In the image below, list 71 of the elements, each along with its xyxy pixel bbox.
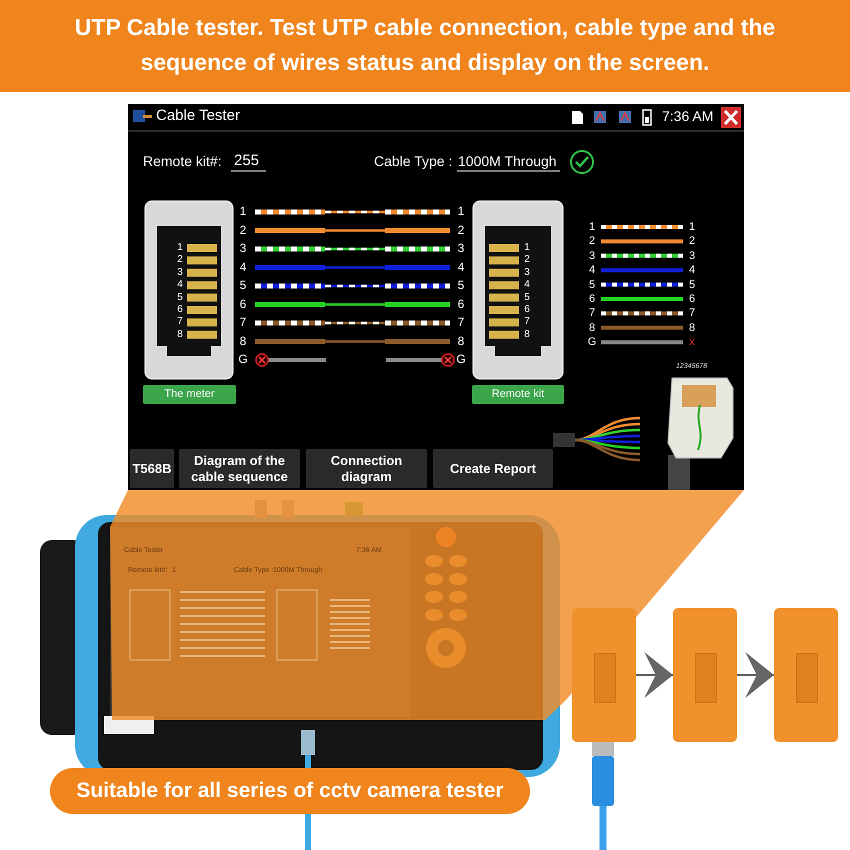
wire-number: 1 xyxy=(688,221,696,234)
wire-number: 2 xyxy=(588,235,596,248)
wire-number: 4 xyxy=(688,264,696,276)
remote-unit-drawing xyxy=(572,608,636,742)
pin-number: 5 xyxy=(523,292,531,303)
remote-unit-drawing xyxy=(673,608,737,742)
remote-unit-drawing xyxy=(774,608,838,742)
wire-number: 1 xyxy=(588,221,596,234)
wire-number: 8 xyxy=(688,322,696,334)
wire-number: 1 xyxy=(238,205,248,218)
wire-number: 2 xyxy=(238,224,248,237)
pin-number: 3 xyxy=(523,266,531,278)
pin-number: 3 xyxy=(176,266,184,278)
wire-number: 3 xyxy=(588,250,596,262)
wire-number: 8 xyxy=(456,334,466,348)
wire-number: 5 xyxy=(456,279,466,292)
wire-number: 7 xyxy=(456,316,466,330)
pin-number: 2 xyxy=(176,254,184,266)
wire-number: 5 xyxy=(588,278,596,291)
wire-number: 6 xyxy=(238,298,248,311)
wire-number: 7 xyxy=(238,316,248,330)
pin-number: 2 xyxy=(523,254,531,266)
wire-number: G xyxy=(237,353,249,366)
field-value: 255 xyxy=(234,153,260,170)
wire-number: 3 xyxy=(456,242,466,256)
chevron-arrow xyxy=(636,652,673,698)
wire-number: 6 xyxy=(588,293,596,306)
tab-button: T568B xyxy=(130,449,174,488)
wire-number: G xyxy=(587,336,597,348)
wire-number: 8 xyxy=(238,334,248,348)
status-tag: Remote kit xyxy=(472,385,564,404)
caption-banner: Suitable for all series of cctv camera tester xyxy=(50,768,530,814)
pin-number: 7 xyxy=(523,316,531,328)
wire-number: 2 xyxy=(456,224,466,237)
wire-number: 1 xyxy=(456,205,466,218)
wire-number: G xyxy=(455,353,467,366)
wire-number: 8 xyxy=(588,322,596,334)
wire-number: 4 xyxy=(456,260,466,274)
field-label: Cable Type : xyxy=(374,154,452,170)
pin-number: 8 xyxy=(523,328,531,340)
pin-number: 5 xyxy=(176,292,184,303)
wire-number: 5 xyxy=(688,278,696,291)
status-tag: The meter xyxy=(143,385,236,404)
wire-number: 2 xyxy=(688,235,696,248)
title-banner: UTP Cable tester. Test UTP cable connection, cable type and the sequence of wires status and display on the screen. xyxy=(0,0,850,92)
status-mark: x xyxy=(688,336,696,348)
pin-number: 6 xyxy=(176,304,184,315)
tab-button: Diagram of the cable sequence xyxy=(179,449,300,488)
wire-number: 4 xyxy=(588,264,596,276)
tab-button: Connection diagram xyxy=(306,449,427,488)
wire-number: 5 xyxy=(238,279,248,292)
pin-number: 1 xyxy=(523,242,531,253)
screen-title: Cable Tester xyxy=(156,108,240,124)
wire-number: 3 xyxy=(238,242,248,256)
chevron-arrow xyxy=(737,652,774,698)
pin-number: 8 xyxy=(176,328,184,340)
wire-number: 7 xyxy=(588,307,596,320)
field-label: Remote kit#: xyxy=(143,154,222,170)
wire-number: 4 xyxy=(238,260,248,274)
tab-button: Create Report xyxy=(433,449,553,488)
wire-number: 6 xyxy=(456,298,466,311)
field-value: 1000M Through xyxy=(458,154,557,170)
clock-time: 7:36 AM xyxy=(662,109,714,124)
wire-number: 6 xyxy=(688,293,696,306)
pin-number: 7 xyxy=(176,316,184,328)
pin-number: 1 xyxy=(176,242,184,253)
wire-number: 3 xyxy=(688,250,696,262)
pin-number: 4 xyxy=(176,279,184,290)
pin-number: 6 xyxy=(523,304,531,315)
wire-number: 7 xyxy=(688,307,696,320)
pin-number: 4 xyxy=(523,279,531,290)
